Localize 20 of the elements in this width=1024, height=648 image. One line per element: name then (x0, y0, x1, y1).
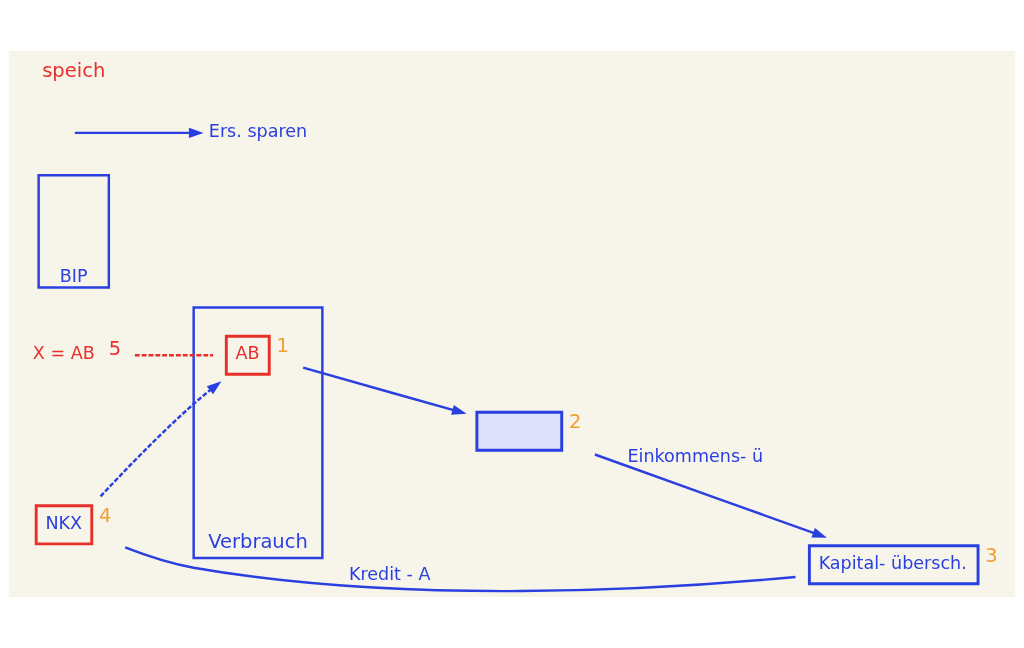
connector (124, 546, 796, 593)
node-label: 3 (985, 543, 998, 567)
label: speich (42, 59, 106, 83)
edge-label: Kredit - A (348, 563, 431, 584)
node-box: AB (224, 334, 271, 376)
arrow (302, 366, 467, 415)
node-box: NKX (34, 504, 94, 546)
arrow (74, 127, 204, 139)
node-label: 4 (99, 503, 112, 527)
edge-label: Einkommens- ü (627, 445, 764, 466)
node-text: Ers. sparen (208, 121, 308, 142)
node-label: 2 (569, 410, 582, 434)
node-box: Kapital- übersch. (807, 544, 980, 586)
connector (134, 353, 214, 357)
node-text: X = AB (32, 343, 95, 364)
arrow (99, 381, 222, 498)
node-box: BIP (37, 174, 111, 289)
arrow (594, 453, 827, 538)
node-label: 5 (108, 337, 122, 361)
node-label: 1 (276, 334, 289, 358)
